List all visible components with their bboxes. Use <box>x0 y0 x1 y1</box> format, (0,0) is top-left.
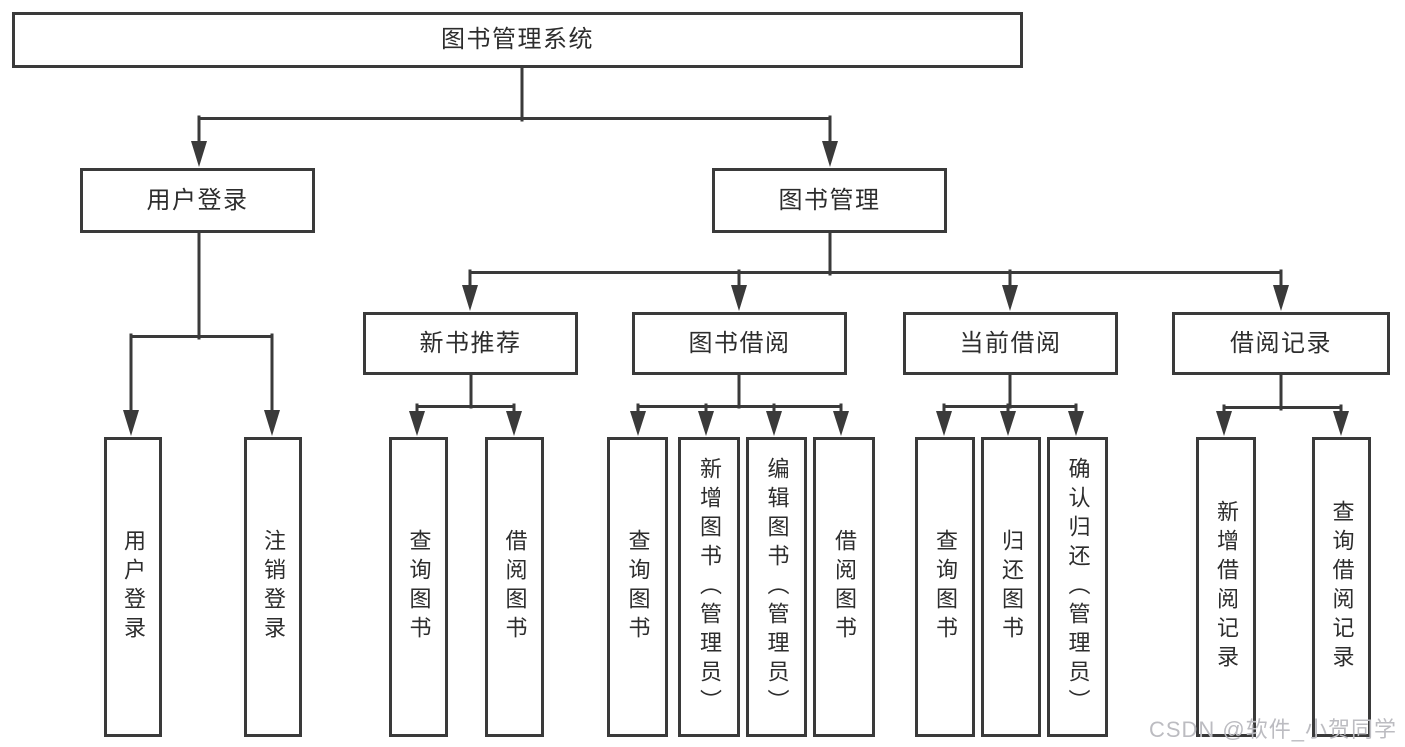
leaf-borrow-books: 借阅图书 <box>813 437 875 737</box>
leaf-confirm-return-admin: 确认归还（管理员） <box>1047 437 1108 737</box>
leaf-label: 确认归还（管理员） <box>1065 456 1091 718</box>
leaf-return-books: 归还图书 <box>981 437 1041 737</box>
leaf-label: 查询图书 <box>933 529 958 645</box>
node-label: 图书管理 <box>778 186 881 214</box>
leaf-label: 查询图书 <box>625 529 651 645</box>
leaf-logout: 注销登录 <box>244 437 302 737</box>
node-user-login: 用户登录 <box>80 168 315 233</box>
node-label: 当前借阅 <box>959 329 1062 357</box>
leaf-label: 编辑图书（管理员） <box>764 456 790 718</box>
leaf-user-login: 用户登录 <box>104 437 162 737</box>
leaf-borrow-books-recommend: 借阅图书 <box>485 437 544 737</box>
arrowheads <box>123 141 1349 436</box>
leaf-edit-books-admin: 编辑图书（管理员） <box>746 437 807 737</box>
leaf-label: 借阅图书 <box>832 529 857 645</box>
leaf-query-books-borrowing: 查询图书 <box>607 437 668 737</box>
leaf-label: 借阅图书 <box>502 529 528 645</box>
csdn-watermark: CSDN @软件_小贺同学 <box>1148 717 1397 742</box>
connector-rails <box>129 117 1343 409</box>
node-label: 借阅记录 <box>1230 329 1332 357</box>
node-label: 图书借阅 <box>688 329 791 357</box>
connector-stems <box>129 64 1343 416</box>
leaf-label: 注销登录 <box>261 529 286 645</box>
leaf-add-books-admin: 新增图书（管理员） <box>678 437 740 737</box>
node-book-borrowing: 图书借阅 <box>632 312 847 375</box>
leaf-label: 用户登录 <box>121 529 146 645</box>
node-current-borrowing: 当前借阅 <box>903 312 1118 375</box>
node-new-book-recommendation: 新书推荐 <box>363 312 578 375</box>
leaf-label: 新增借阅记录 <box>1214 500 1239 674</box>
leaf-label: 归还图书 <box>999 529 1024 645</box>
leaf-label: 查询借阅记录 <box>1329 500 1355 674</box>
leaf-query-books-current: 查询图书 <box>915 437 975 737</box>
node-borrowing-records: 借阅记录 <box>1172 312 1390 375</box>
node-label: 图书管理系统 <box>441 26 594 53</box>
leaf-add-borrow-record: 新增借阅记录 <box>1196 437 1256 737</box>
leaf-label: 查询图书 <box>406 529 432 645</box>
node-label: 新书推荐 <box>419 329 522 357</box>
leaf-label: 新增图书（管理员） <box>697 456 722 718</box>
node-label: 用户登录 <box>146 186 249 214</box>
leaf-query-borrow-record: 查询借阅记录 <box>1312 437 1371 737</box>
node-book-management-system: 图书管理系统 <box>12 12 1023 68</box>
node-book-management: 图书管理 <box>712 168 947 233</box>
leaf-query-books-recommend: 查询图书 <box>389 437 448 737</box>
